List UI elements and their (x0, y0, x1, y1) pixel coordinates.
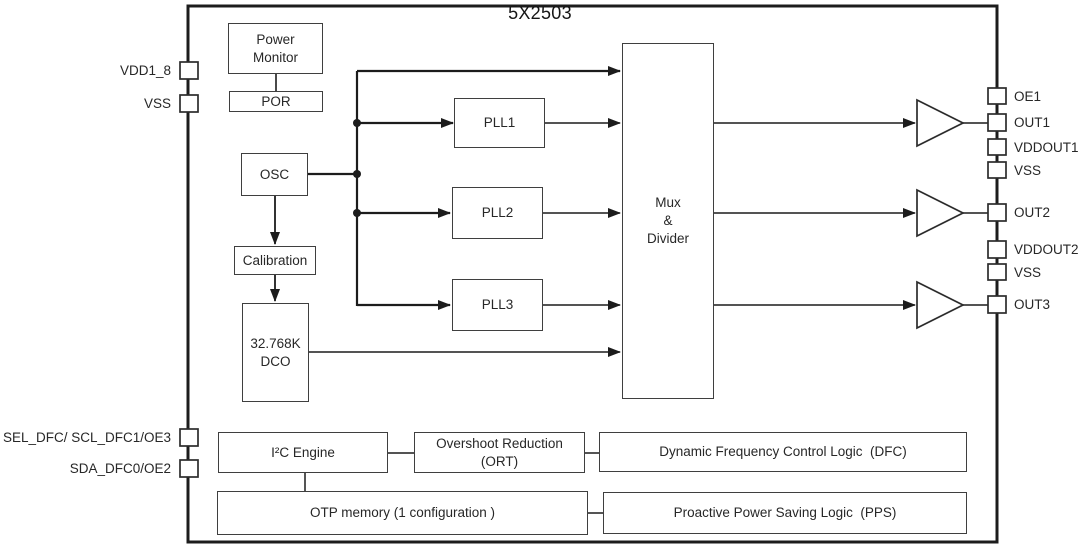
pin-label-oe1: OE1 (1014, 89, 1042, 104)
block-pps: Proactive Power Saving Logic (PPS) (603, 492, 967, 534)
pin-label-sda-dfc0: SDA_DFC0/OE2 (69, 461, 171, 476)
block-pll2: PLL2 (452, 187, 543, 239)
block-mux-divider: Mux & Divider (622, 43, 714, 399)
pin-square-out3 (987, 295, 1007, 314)
pin-label-vddout2: VDDOUT2 (1014, 242, 1079, 257)
block-pll3: PLL3 (452, 279, 543, 331)
pin-square-sel-dfc (179, 428, 199, 447)
junction-dot-pll2 (353, 209, 361, 217)
block-ort: Overshoot Reduction (ORT) (414, 432, 585, 473)
block-por: POR (229, 91, 323, 112)
pin-square-sda-dfc0 (179, 459, 199, 478)
output-buffer-2 (916, 188, 965, 238)
pin-square-vdd1-8 (179, 61, 199, 80)
pin-square-vss-right1 (987, 161, 1007, 179)
chip-title: 5X2503 (508, 3, 572, 23)
block-calibration: Calibration (234, 246, 316, 275)
pin-label-sel-dfc: SEL_DFC/ SCL_DFC1/OE3 (2, 430, 171, 445)
block-dco: 32.768K DCO (242, 303, 309, 402)
pin-square-vss-left (179, 94, 199, 113)
pin-label-out3: OUT3 (1014, 297, 1051, 312)
pin-label-out1: OUT1 (1014, 115, 1051, 130)
pin-square-out2 (987, 203, 1007, 222)
block-power-monitor: Power Monitor (228, 23, 323, 74)
pin-label-vdd1-8: VDD1_8 (119, 63, 171, 78)
block-pll1: PLL1 (454, 98, 545, 148)
pin-label-vss-right2: VSS (1014, 265, 1042, 280)
pin-square-vddout2 (987, 240, 1007, 259)
block-dfc: Dynamic Frequency Control Logic (DFC) (599, 432, 967, 472)
junction-dot-osc (353, 170, 361, 178)
pin-label-vss-left: VSS (143, 96, 171, 111)
pin-square-oe1 (987, 87, 1007, 105)
pin-label-vss-right1: VSS (1014, 163, 1042, 178)
pin-square-vss-right2 (987, 263, 1007, 281)
block-osc: OSC (241, 153, 308, 196)
pin-square-out1 (987, 113, 1007, 132)
pin-square-vddout1 (987, 138, 1007, 156)
pin-label-out2: OUT2 (1014, 205, 1051, 220)
block-otp: OTP memory (1 configuration ) (217, 491, 588, 535)
block-i2c-engine: I²C Engine (218, 432, 388, 473)
output-buffer-3 (916, 280, 965, 330)
junction-dot-pll1 (353, 119, 361, 127)
pin-label-vddout1: VDDOUT1 (1014, 140, 1079, 155)
output-buffer-1 (916, 98, 965, 148)
